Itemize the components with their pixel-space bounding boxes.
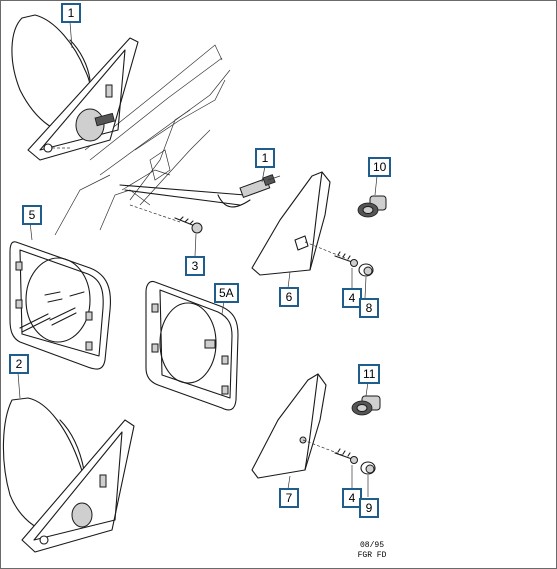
- mirror-glass-5: [9, 241, 112, 370]
- callout-2-mirror-assembly: 2: [9, 354, 29, 374]
- cap-8: [358, 263, 374, 277]
- clip-10: [357, 195, 387, 218]
- screw-4-upper: [334, 251, 358, 267]
- trim-cover-7: [251, 373, 346, 479]
- mirror-glass-5a: [145, 280, 239, 411]
- callout-9-cap: 9: [359, 498, 379, 518]
- screw-3: [129, 204, 203, 234]
- stamp-code: FGR FD: [357, 551, 387, 560]
- callout-1-adjuster-cable: 1: [255, 148, 275, 168]
- upper-mirror-assembly: [11, 14, 139, 161]
- callout-5-mirror-glass: 5: [22, 205, 42, 225]
- lower-mirror-assembly: [2, 397, 135, 553]
- callout-6-trim-cover: 6: [279, 287, 299, 307]
- screw-4-lower: [334, 448, 358, 464]
- adjuster-cable: [119, 174, 281, 208]
- clip-11: [351, 395, 381, 416]
- drawing-stamp: 08/95 FGR FD: [350, 541, 394, 561]
- callout-1-mirror-assembly: 1: [61, 3, 81, 23]
- callout-11-clip: 11: [358, 364, 381, 384]
- leader-lines: [17, 21, 378, 497]
- door-frame-outline: [54, 44, 231, 236]
- callout-8-cap: 8: [359, 298, 379, 318]
- cap-9: [360, 461, 376, 475]
- callout-10-clip: 10: [368, 157, 392, 177]
- callout-7-trim-cover: 7: [279, 488, 299, 508]
- callout-3-screw: 3: [185, 256, 205, 276]
- callout-5a-mirror-glass: 5A: [214, 283, 239, 303]
- stamp-date: 08/95: [359, 541, 384, 550]
